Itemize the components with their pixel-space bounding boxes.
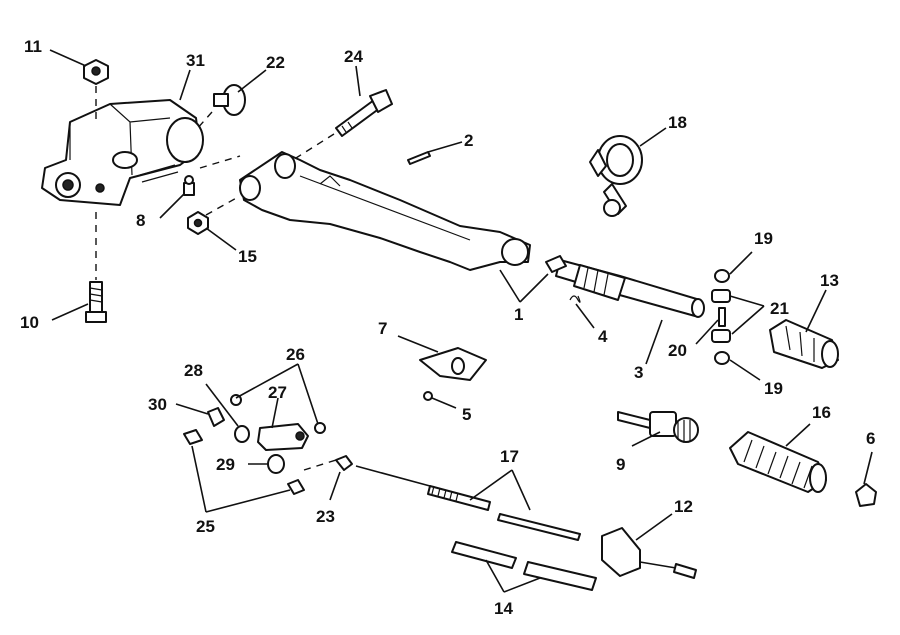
callout-31: 31 (186, 51, 205, 70)
nut-15 (187, 211, 209, 235)
callout-6: 6 (866, 429, 875, 448)
callout-25: 25 (196, 517, 215, 536)
leader-lines (49, 49, 873, 593)
callout-24: 24 (344, 47, 363, 66)
callout-2: 2 (464, 131, 473, 150)
washer-22 (213, 84, 246, 116)
callout-3: 3 (634, 363, 643, 382)
callout-19-bottom: 19 (764, 379, 783, 398)
bolt-10 (85, 281, 107, 323)
washer-28 (234, 425, 250, 443)
cam-follower-30 (207, 407, 225, 427)
callout-7: 7 (378, 319, 387, 338)
callout-4: 4 (598, 327, 608, 346)
pin-2 (407, 151, 431, 165)
throttle-cable-17 (355, 465, 581, 541)
callout-18: 18 (668, 113, 687, 132)
grip-16 (729, 431, 827, 493)
callout-9: 9 (616, 455, 625, 474)
callout-21: 21 (770, 299, 789, 318)
link-27 (257, 423, 309, 451)
linkage-parts (183, 394, 353, 495)
callout-16: 16 (812, 403, 831, 422)
bolt-24 (335, 89, 393, 137)
throttle-shaft-3 (545, 255, 705, 318)
callout-13: 13 (820, 271, 839, 290)
switch-9 (617, 411, 699, 443)
callout-29: 29 (216, 455, 235, 474)
callout-17: 17 (500, 447, 519, 466)
callout-22: 22 (266, 53, 285, 72)
throttle-parts-19-21 (711, 269, 731, 365)
callout-19-top: 19 (754, 229, 773, 248)
callout-11: 11 (24, 37, 42, 56)
screw-25a (183, 429, 203, 445)
screw-25b (287, 479, 305, 495)
callout-20: 20 (668, 341, 687, 360)
callout-26: 26 (286, 345, 305, 364)
callout-1: 1 (514, 305, 523, 324)
grease-fitting-8 (183, 175, 195, 196)
callout-30: 30 (148, 395, 167, 414)
callout-12: 12 (674, 497, 693, 516)
callout-15: 15 (238, 247, 257, 266)
callout-5: 5 (462, 405, 471, 424)
callout-28: 28 (184, 361, 203, 380)
cable-sleeves-14 (451, 541, 597, 591)
callout-23: 23 (316, 507, 335, 526)
washer-26b (314, 422, 326, 434)
friction-collar-18 (589, 135, 643, 217)
cable-weight-12 (601, 527, 697, 579)
gear-29 (267, 454, 285, 474)
callout-14: 14 (494, 599, 513, 618)
spring-4 (569, 295, 581, 303)
mounting-bracket (41, 99, 204, 206)
screw-5 (423, 391, 433, 401)
callout-27: 27 (268, 383, 287, 402)
cap-6 (855, 483, 877, 507)
nut-23 (335, 455, 353, 471)
callout-8: 8 (136, 211, 145, 230)
lock-nut-11 (83, 59, 109, 85)
callout-labels: 11 31 22 24 2 18 8 15 10 1 4 3 19 21 20 … (20, 37, 875, 618)
callout-10: 10 (20, 313, 39, 332)
grip-13 (769, 319, 839, 369)
steering-arm (239, 151, 531, 271)
bracket-7 (419, 347, 487, 381)
